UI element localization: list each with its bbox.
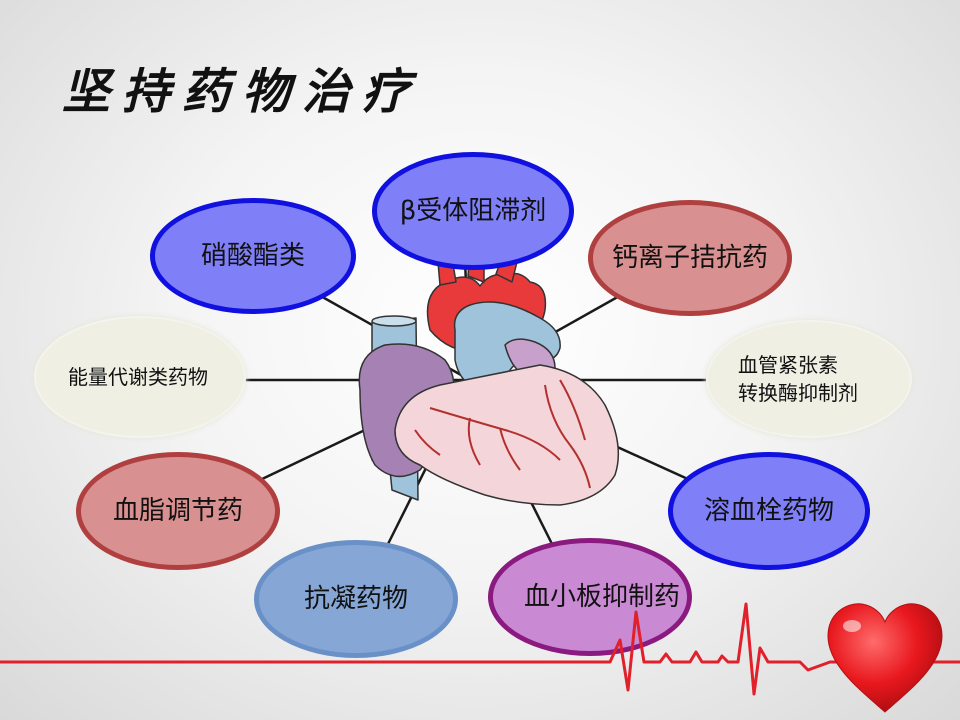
node-antiplatelet: 血小板抑制药 [488,538,692,656]
node-calcium-antagonist: 钙离子拮抗药 [588,200,792,316]
node-anticoagulant: 抗凝药物 [254,540,458,658]
node-beta-blocker-label: β受体阻滞剂 [399,195,547,226]
node-acei-label-line2: 转换酶抑制剂 [738,381,858,405]
heart-icon [827,603,943,713]
node-beta-blocker: β受体阻滞剂 [372,152,574,270]
node-acei: 血管紧张素 转换酶抑制剂 [706,320,912,438]
node-energy-metabolism-label: 能量代谢类药物 [68,365,208,389]
node-nitrates-label: 硝酸酯类 [200,240,305,271]
ecg-line [0,602,960,696]
node-thrombolytic: 溶血栓药物 [668,452,870,570]
node-acei-label-line1: 血管紧张素 [738,353,838,377]
node-lipid-regulating-label: 血脂调节药 [112,495,243,526]
ventricles [394,364,620,506]
node-thrombolytic-label: 溶血栓药物 [703,495,834,526]
node-energy-metabolism: 能量代谢类药物 [34,316,246,438]
node-acei-text: 血管紧张素 转换酶抑制剂 [738,351,858,407]
coronary-arteries [414,379,591,489]
node-antiplatelet-label: 血小板抑制药 [523,581,680,612]
node-calcium-antagonist-label: 钙离子拮抗药 [611,242,768,273]
node-lipid-regulating: 血脂调节药 [76,452,280,570]
slide-title: 坚持药物治疗 [62,64,423,120]
node-anticoagulant-label: 抗凝药物 [303,583,408,614]
node-nitrates: 硝酸酯类 [150,198,356,314]
